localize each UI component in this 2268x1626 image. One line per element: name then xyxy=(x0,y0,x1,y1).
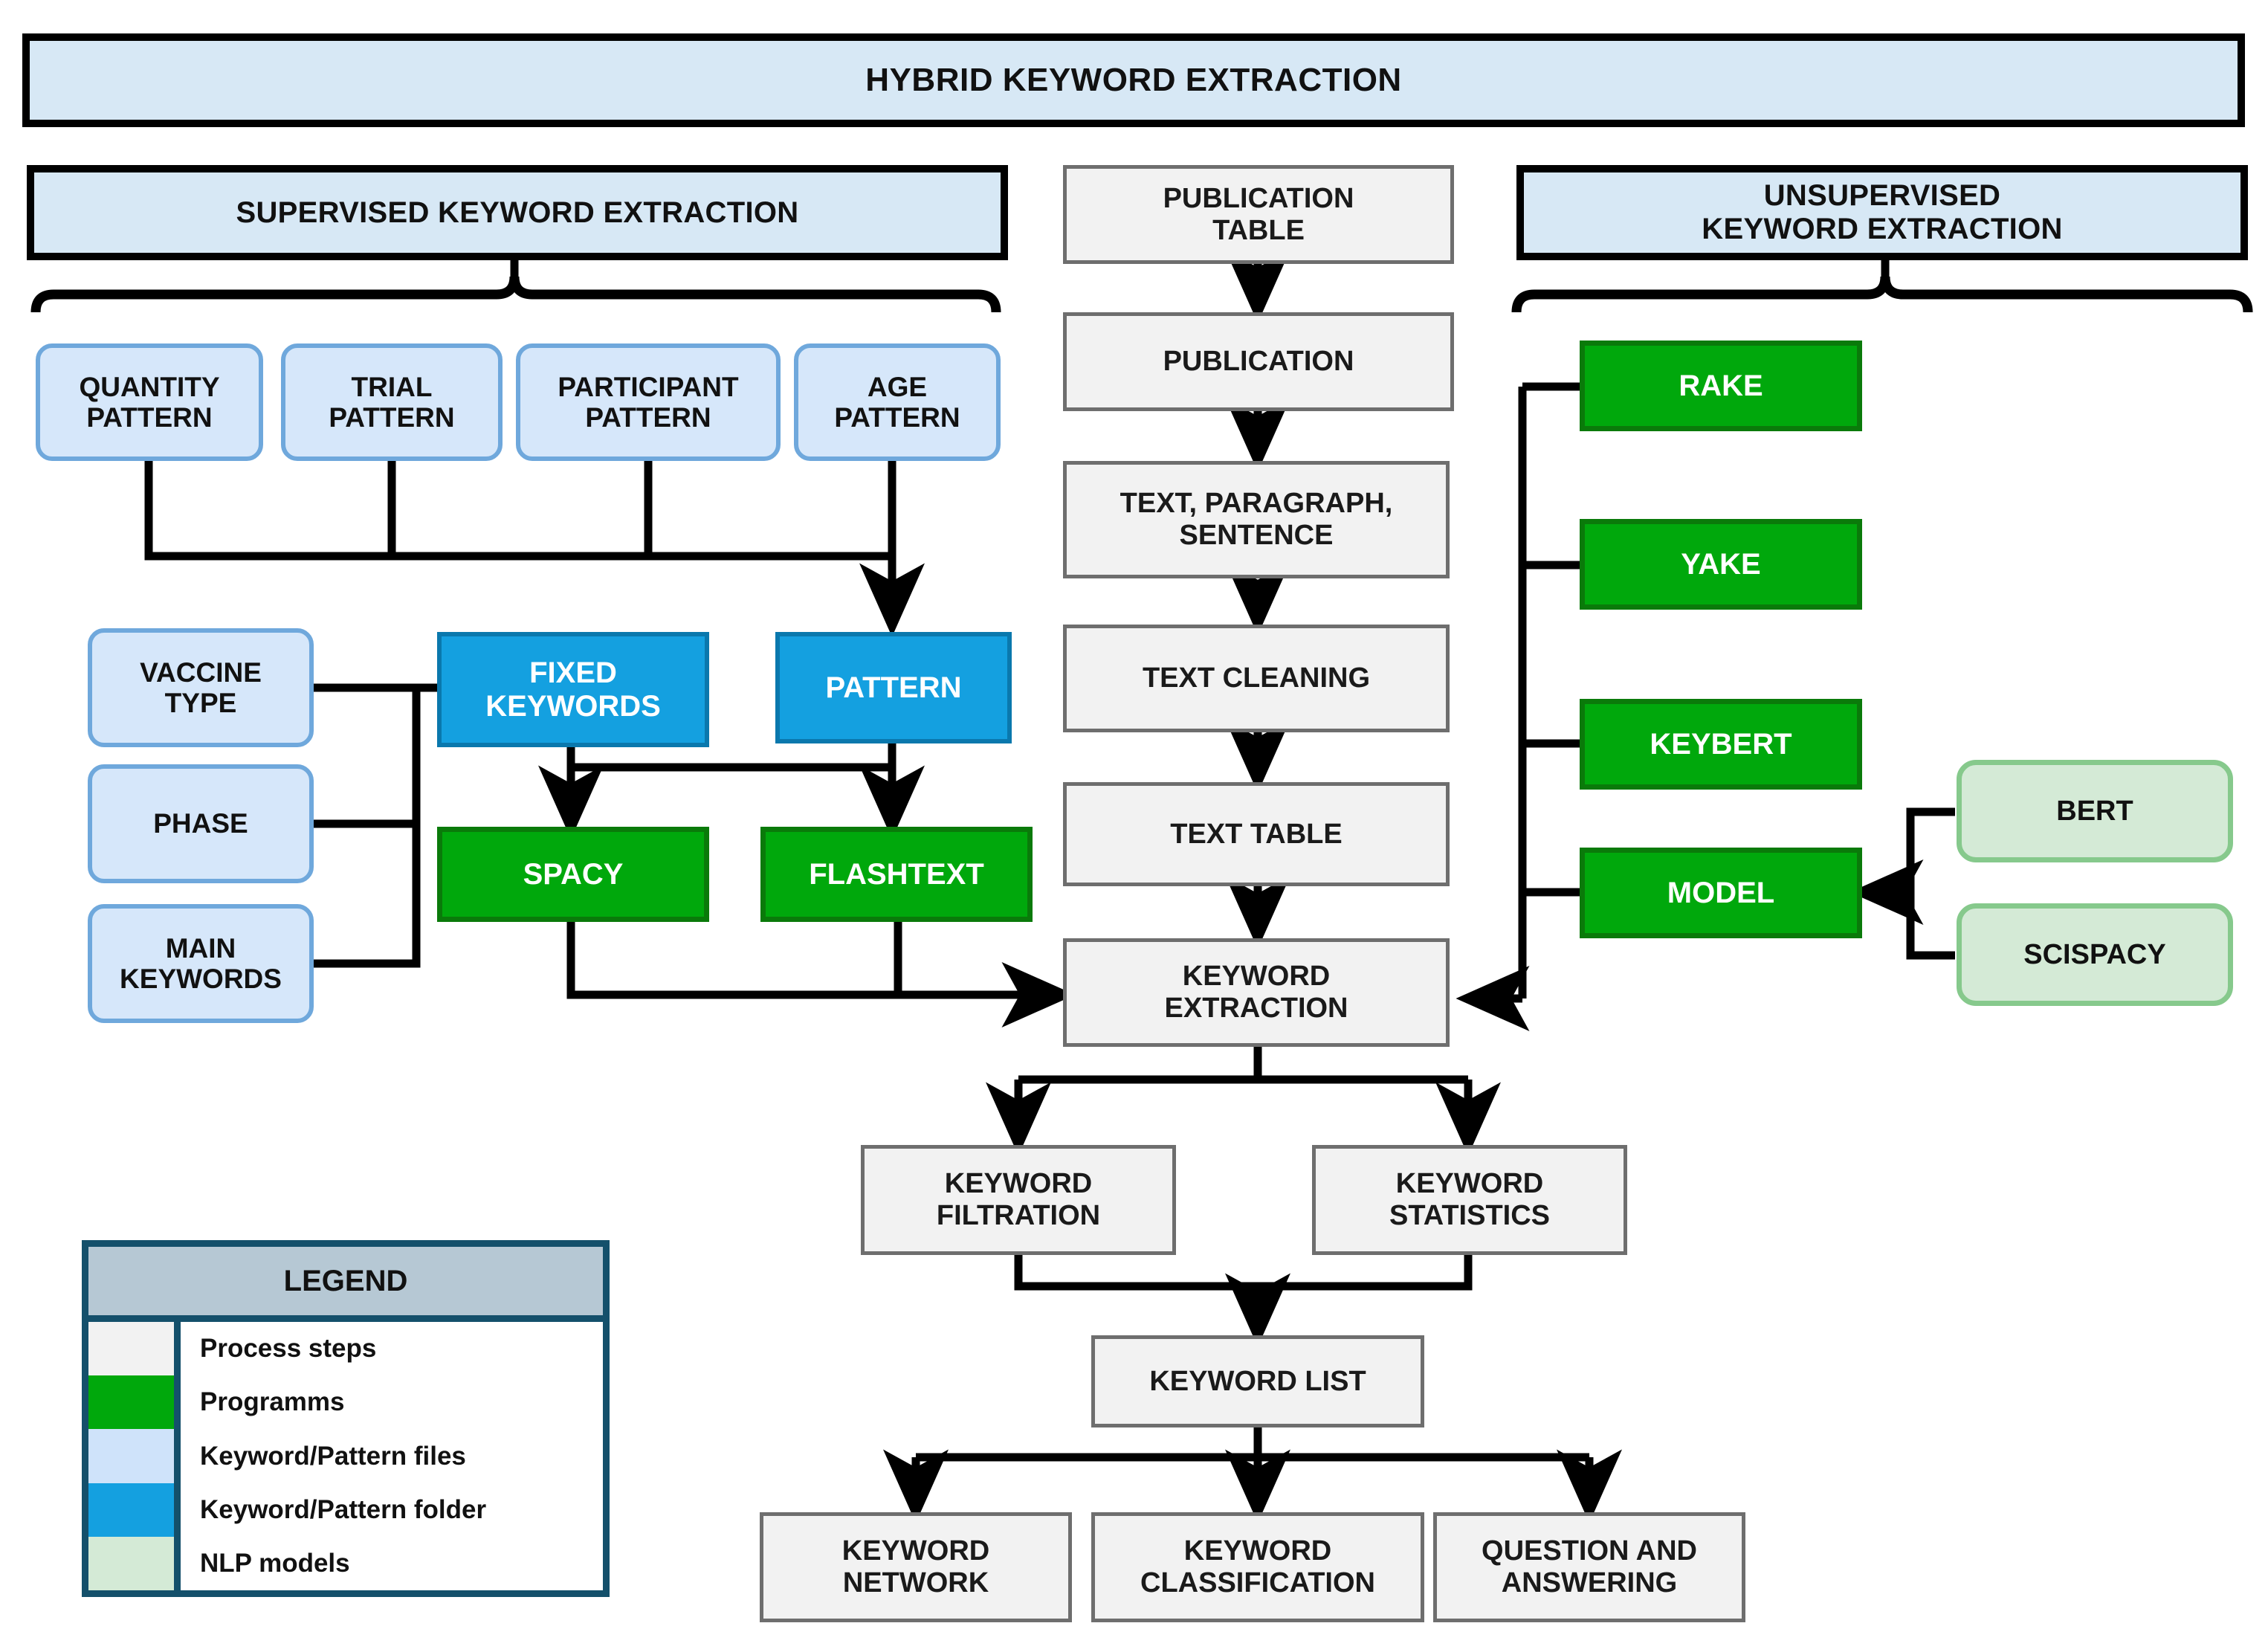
section-unsupervised-keyword-extraction: UNSUPERVISED KEYWORD EXTRACTION xyxy=(1516,165,2248,260)
line-spacy-out xyxy=(566,922,1056,999)
nlp-model-bert[interactable]: BERT xyxy=(1957,760,2233,862)
folder-pattern[interactable]: PATTERN xyxy=(775,632,1012,743)
section-unsupervised-line2: KEYWORD EXTRACTION xyxy=(1702,213,2063,245)
keyword-file-main-keywords-line2: KEYWORDS xyxy=(120,964,282,994)
brace-supervised xyxy=(30,276,1001,313)
legend-label-nlp-models: NLP models xyxy=(200,1548,350,1578)
process-publication-table[interactable]: PUBLICATION TABLE xyxy=(1063,165,1454,264)
folder-fixed-keywords[interactable]: FIXED KEYWORDS xyxy=(437,632,709,747)
process-text-cleaning[interactable]: TEXT CLEANING xyxy=(1063,625,1450,732)
pattern-file-trial-line2: PATTERN xyxy=(329,402,455,433)
folder-fixed-keywords-line1: FIXED xyxy=(529,656,617,689)
keyword-file-main-keywords[interactable]: MAIN KEYWORDS xyxy=(88,904,314,1023)
line-main-keywords xyxy=(312,824,421,968)
process-keyword-network-line1: KEYWORD xyxy=(841,1535,990,1567)
pattern-file-age[interactable]: AGE PATTERN xyxy=(794,343,1001,461)
process-publication[interactable]: PUBLICATION xyxy=(1063,312,1454,411)
process-keyword-network[interactable]: KEYWORD NETWORK xyxy=(760,1512,1072,1622)
keyword-file-vaccine-type-line1: VACCINE xyxy=(140,656,262,688)
pattern-file-quantity-line2: PATTERN xyxy=(86,402,213,433)
process-text-paragraph-sentence-line2: SENTENCE xyxy=(1179,520,1334,551)
pattern-file-quantity-line1: QUANTITY xyxy=(79,371,220,402)
process-publication-table-line2: TABLE xyxy=(1212,214,1305,246)
legend-swatch-process-steps xyxy=(88,1322,174,1376)
process-keyword-extraction[interactable]: KEYWORD EXTRACTION xyxy=(1063,938,1450,1047)
line-phase xyxy=(312,688,421,828)
process-question-and-answering-line2: ANSWERING xyxy=(1501,1567,1678,1598)
pattern-file-participant-line2: PATTERN xyxy=(585,402,711,433)
page-title: HYBRID KEYWORD EXTRACTION xyxy=(22,33,2245,127)
process-keyword-filtration-line2: FILTRATION xyxy=(936,1200,1101,1231)
process-keyword-statistics-line2: STATISTICS xyxy=(1389,1200,1551,1231)
legend-swatch-keyword-pattern-folder xyxy=(88,1483,174,1537)
process-keyword-extraction-line2: EXTRACTION xyxy=(1164,993,1348,1024)
legend-swatch-nlp-models xyxy=(88,1536,174,1591)
legend-swatch-keyword-pattern-files xyxy=(88,1429,174,1483)
program-keybert[interactable]: KEYBERT xyxy=(1580,699,1862,790)
line-nlp-models-merge xyxy=(1906,807,1955,960)
keyword-file-main-keywords-line1: MAIN xyxy=(165,932,236,964)
process-text-paragraph-sentence-line1: TEXT, PARAGRAPH, xyxy=(1120,488,1393,520)
process-question-and-answering-line1: QUESTION AND xyxy=(1482,1535,1697,1567)
program-yake[interactable]: YAKE xyxy=(1580,519,1862,610)
pattern-file-trial[interactable]: TRIAL PATTERN xyxy=(281,343,503,461)
program-rake[interactable]: RAKE xyxy=(1580,341,1862,431)
pattern-file-participant[interactable]: PARTICIPANT PATTERN xyxy=(516,343,781,461)
process-text-paragraph-sentence[interactable]: TEXT, PARAGRAPH, SENTENCE xyxy=(1063,461,1450,578)
legend-labels: Process steps Programms Keyword/Pattern … xyxy=(181,1322,603,1590)
keyword-file-vaccine-type[interactable]: VACCINE TYPE xyxy=(88,628,314,747)
process-keyword-classification-line1: KEYWORD xyxy=(1183,1535,1332,1567)
process-keyword-extraction-line1: KEYWORD xyxy=(1182,961,1331,993)
process-keyword-classification-line2: CLASSIFICATION xyxy=(1140,1567,1375,1598)
process-keyword-statistics[interactable]: KEYWORD STATISTICS xyxy=(1312,1145,1627,1255)
process-question-and-answering[interactable]: QUESTION AND ANSWERING xyxy=(1433,1512,1745,1622)
nlp-model-scispacy[interactable]: SCISPACY xyxy=(1957,903,2233,1006)
legend-label-process-steps: Process steps xyxy=(200,1334,377,1364)
section-supervised-keyword-extraction: SUPERVISED KEYWORD EXTRACTION xyxy=(27,165,1008,260)
pattern-file-age-line1: AGE xyxy=(867,371,928,402)
pattern-file-quantity[interactable]: QUANTITY PATTERN xyxy=(36,343,263,461)
process-keyword-filtration[interactable]: KEYWORD FILTRATION xyxy=(861,1145,1176,1255)
program-flashtext[interactable]: FLASHTEXT xyxy=(760,827,1033,922)
brace-unsupervised xyxy=(1511,276,2253,313)
legend-label-programms: Programms xyxy=(200,1387,345,1417)
process-text-table[interactable]: TEXT TABLE xyxy=(1063,782,1450,886)
pattern-file-age-line2: PATTERN xyxy=(834,402,960,433)
pattern-file-participant-line1: PARTICIPANT xyxy=(558,371,739,402)
legend-swatches xyxy=(88,1322,181,1591)
legend-swatch-programms xyxy=(88,1375,174,1430)
program-model[interactable]: MODEL xyxy=(1580,848,1862,938)
program-spacy[interactable]: SPACY xyxy=(437,827,709,922)
pattern-file-trial-line1: TRIAL xyxy=(351,371,433,402)
folder-fixed-keywords-line2: KEYWORDS xyxy=(485,689,661,723)
keyword-file-phase[interactable]: PHASE xyxy=(88,764,314,883)
legend-title: LEGEND xyxy=(88,1247,603,1322)
legend-label-keyword-pattern-folder: Keyword/Pattern folder xyxy=(200,1494,487,1524)
process-keyword-network-line2: NETWORK xyxy=(842,1567,989,1598)
process-keyword-list[interactable]: KEYWORD LIST xyxy=(1091,1335,1424,1427)
line-quantity-pattern xyxy=(144,461,892,561)
line-fixed-keywords-bus xyxy=(566,747,892,772)
process-keyword-statistics-line1: KEYWORD xyxy=(1395,1168,1544,1200)
process-keyword-filtration-line1: KEYWORD xyxy=(944,1168,1093,1200)
legend: LEGEND Process steps Programms Keyword/P… xyxy=(82,1240,610,1597)
legend-label-keyword-pattern-files: Keyword/Pattern files xyxy=(200,1441,466,1471)
process-keyword-classification[interactable]: KEYWORD CLASSIFICATION xyxy=(1091,1512,1424,1622)
section-unsupervised-line1: UNSUPERVISED xyxy=(1763,179,2001,213)
legend-body: Process steps Programms Keyword/Pattern … xyxy=(88,1322,603,1591)
process-publication-table-line1: PUBLICATION xyxy=(1163,182,1354,214)
keyword-file-vaccine-type-line2: TYPE xyxy=(164,688,237,718)
